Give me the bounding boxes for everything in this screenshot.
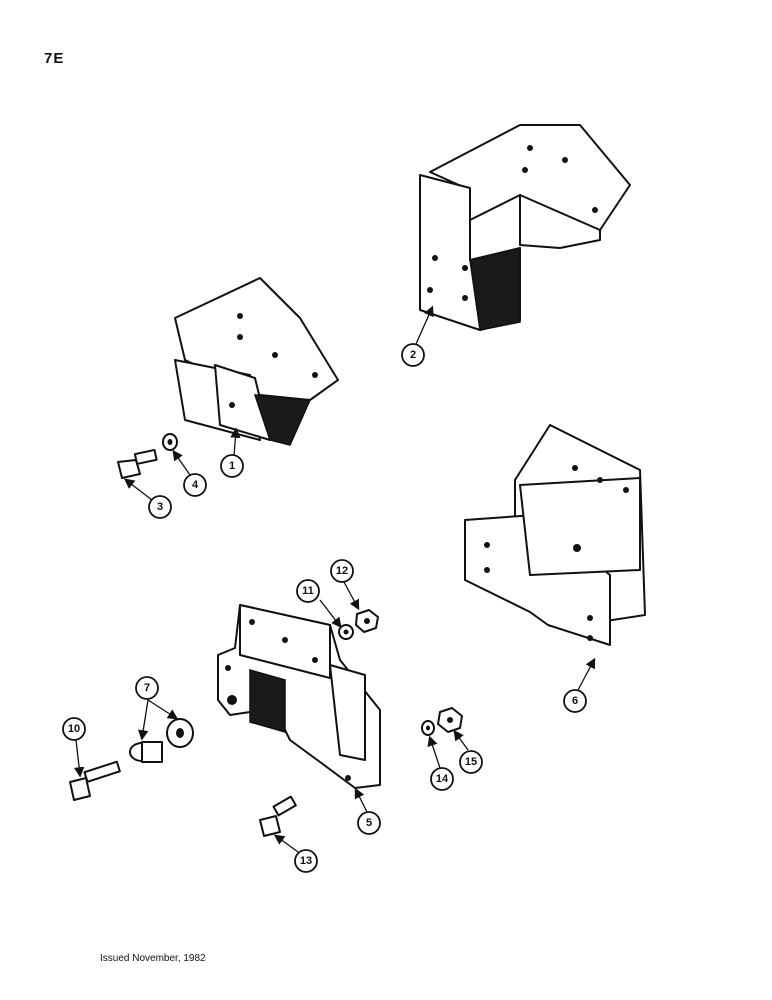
callout-1: 1 [220, 454, 244, 478]
svg-text:15: 15 [465, 756, 477, 768]
svg-text:14: 14 [436, 773, 449, 785]
washer-11 [338, 624, 354, 640]
nut-15 [437, 707, 463, 733]
part-6-bracket [464, 424, 646, 646]
page-label: 7E [44, 50, 65, 67]
svg-text:5: 5 [366, 817, 372, 829]
callout-15: 15 [459, 750, 483, 774]
bolt-13 [259, 795, 297, 837]
svg-text:11: 11 [302, 585, 314, 597]
callout-10: 10 [62, 717, 86, 741]
nut-12 [355, 609, 379, 633]
part-5-plate [217, 604, 381, 789]
part-1-bracket [174, 277, 339, 446]
callout-14: 14 [430, 767, 454, 791]
svg-text:6: 6 [572, 695, 578, 707]
callout-11: 11 [296, 579, 320, 603]
bolt-10 [69, 760, 121, 801]
callout-4: 4 [183, 473, 207, 497]
washer-14 [421, 720, 435, 736]
callout-2: 2 [401, 343, 425, 367]
issue-date-footer: Issued November, 1982 [100, 953, 206, 964]
svg-text:3: 3 [157, 501, 163, 513]
svg-text:2: 2 [410, 349, 416, 361]
part-2-bracket [419, 124, 631, 331]
callout-7: 7 [135, 676, 159, 700]
svg-text:1: 1 [229, 460, 235, 472]
callout-12: 12 [330, 559, 354, 583]
callout-13: 13 [294, 849, 318, 873]
callout-6: 6 [563, 689, 587, 713]
svg-text:4: 4 [192, 479, 199, 491]
svg-text:7: 7 [144, 682, 150, 694]
bushing-7 [129, 718, 194, 763]
washer-4 [162, 433, 178, 451]
bolt-3 [117, 448, 158, 479]
svg-text:10: 10 [68, 723, 80, 735]
svg-text:12: 12 [336, 565, 348, 577]
callout-5: 5 [357, 811, 381, 835]
callout-3: 3 [148, 495, 172, 519]
svg-text:13: 13 [300, 855, 312, 867]
